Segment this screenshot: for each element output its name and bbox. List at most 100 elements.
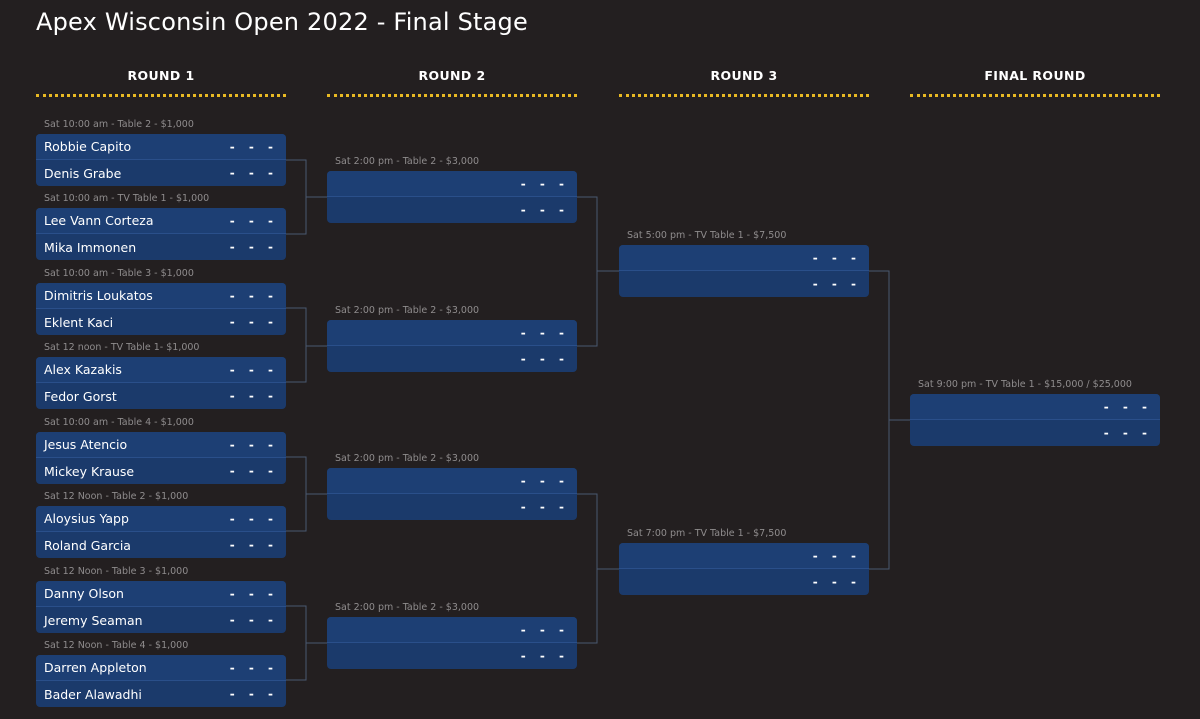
player-row[interactable]: Lee Vann Corteza - - - [36,208,286,234]
match-card[interactable]: - - - - - - [327,468,577,520]
player-row[interactable]: Alex Kazakis - - - [36,357,286,383]
player-name: Darren Appleton [44,660,147,675]
match-card[interactable]: - - - - - - [327,617,577,669]
player-name: Jesus Atencio [44,437,128,452]
player-score: - - - [229,613,278,627]
player-score: - - - [520,473,569,488]
player-row[interactable]: Darren Appleton - - - [36,655,286,681]
player-row[interactable]: Fedor Gorst- - - [36,383,286,409]
player-row[interactable]: - - - [910,394,1160,420]
player-score: - - - [520,203,569,217]
player-score: - - - [229,166,278,180]
player-name: Robbie Capito [44,139,132,154]
match-card[interactable]: Lee Vann Corteza - - - Mika Immonen- - - [36,208,286,260]
player-row[interactable]: - - - [910,420,1160,446]
player-row[interactable]: - - - [327,494,577,520]
player-score: - - - [229,660,278,675]
match-card[interactable]: - - - - - - [327,171,577,223]
player-score: - - - [520,649,569,663]
match-card[interactable]: - - - - - - [619,245,869,297]
player-score: - - - [229,511,278,526]
player-row[interactable]: Roland Garcia - - - [36,532,286,558]
player-score: - - - [520,500,569,514]
match-card[interactable]: Aloysius Yapp - - - Roland Garcia - - - [36,506,286,558]
player-row[interactable]: - - - [327,346,577,372]
player-score: - - - [229,213,278,228]
player-row[interactable]: Mika Immonen- - - [36,234,286,260]
round-divider [36,94,286,97]
round-label: FINAL ROUND [984,68,1086,83]
player-row[interactable]: Robbie Capito - - - [36,134,286,160]
match-info: Sat 2:00 pm - Table 2 - $3,000 [335,453,480,464]
player-score: - - - [229,139,278,154]
match-card[interactable]: - - - - - - [327,320,577,372]
round-divider [327,94,577,97]
player-score: - - - [520,176,569,191]
player-row[interactable]: Denis Grabe - - - [36,160,286,186]
player-row[interactable]: - - - [619,245,869,271]
player-row[interactable]: Mickey Krause- - - [36,458,286,484]
player-row[interactable]: - - - [327,468,577,494]
player-score: - - - [812,575,861,589]
player-name: Aloysius Yapp [44,511,129,526]
player-row[interactable]: Jeremy Seaman- - - [36,607,286,633]
round-header-2: ROUND 2 [327,66,577,97]
player-row[interactable]: - - - [619,543,869,569]
page-title: Apex Wisconsin Open 2022 - Final Stage [36,8,528,36]
player-score: - - - [229,687,278,701]
round-header-final: FINAL ROUND [910,66,1160,97]
connector-line [285,456,327,532]
match-info: Sat 12 noon - TV Table 1- $1,000 [44,342,200,353]
connector-line [576,196,619,347]
round-header-3: ROUND 3 [619,66,869,97]
round-header-1: ROUND 1 [36,66,286,97]
player-name: Eklent Kaci [44,314,114,330]
player-score: - - - [1103,399,1152,414]
match-info: Sat 2:00 pm - Table 2 - $3,000 [335,156,480,167]
player-row[interactable]: Jesus Atencio - - - [36,432,286,458]
player-score: - - - [229,538,278,552]
match-card[interactable]: Alex Kazakis - - - Fedor Gorst- - - [36,357,286,409]
match-card[interactable]: Dimitris Loukatos - - - Eklent Kaci - - - [36,283,286,335]
connector-line [285,605,327,681]
player-score: - - - [229,362,278,377]
player-score: - - - [229,437,278,452]
player-row[interactable]: - - - [327,171,577,197]
player-row[interactable]: - - - [327,643,577,669]
player-row[interactable]: - - - [619,569,869,595]
match-card[interactable]: Jesus Atencio - - - Mickey Krause- - - [36,432,286,484]
player-row[interactable]: Bader Alawadhi - - - [36,681,286,707]
player-row[interactable]: Eklent Kaci - - - [36,309,286,335]
player-score: - - - [229,288,278,303]
match-info: Sat 10:00 am - Table 3 - $1,000 [44,268,194,279]
player-row[interactable]: - - - [619,271,869,297]
player-score: - - - [1103,426,1152,440]
player-row[interactable]: Danny Olson- - - [36,581,286,607]
round-label: ROUND 3 [710,68,778,83]
match-card[interactable]: - - - - - - [619,543,869,595]
match-card[interactable]: Darren Appleton - - - Bader Alawadhi - - - [36,655,286,707]
match-card[interactable]: - - - - - - [910,394,1160,446]
player-name: Denis Grabe [44,165,122,181]
player-name: Bader Alawadhi [44,686,142,702]
round-divider [910,94,1160,97]
round-label: ROUND 1 [127,68,195,83]
player-row[interactable]: - - - [327,197,577,223]
player-row[interactable]: Aloysius Yapp - - - [36,506,286,532]
player-score: - - - [229,315,278,329]
player-row[interactable]: - - - [327,617,577,643]
player-name: Lee Vann Corteza [44,213,154,228]
player-score: - - - [812,250,861,265]
player-name: Mickey Krause [44,463,135,479]
match-card[interactable]: Robbie Capito - - - Denis Grabe - - - [36,134,286,186]
match-card[interactable]: Danny Olson- - - Jeremy Seaman- - - [36,581,286,633]
match-info: Sat 5:00 pm - TV Table 1 - $7,500 [627,230,787,241]
player-score: - - - [520,325,569,340]
player-score: - - - [229,389,278,403]
player-row[interactable]: - - - [327,320,577,346]
player-name: Roland Garcia [44,537,131,553]
player-name: Alex Kazakis [44,362,122,377]
player-name: Dimitris Loukatos [44,288,153,303]
player-name: Danny Olson [44,586,124,601]
player-row[interactable]: Dimitris Loukatos - - - [36,283,286,309]
